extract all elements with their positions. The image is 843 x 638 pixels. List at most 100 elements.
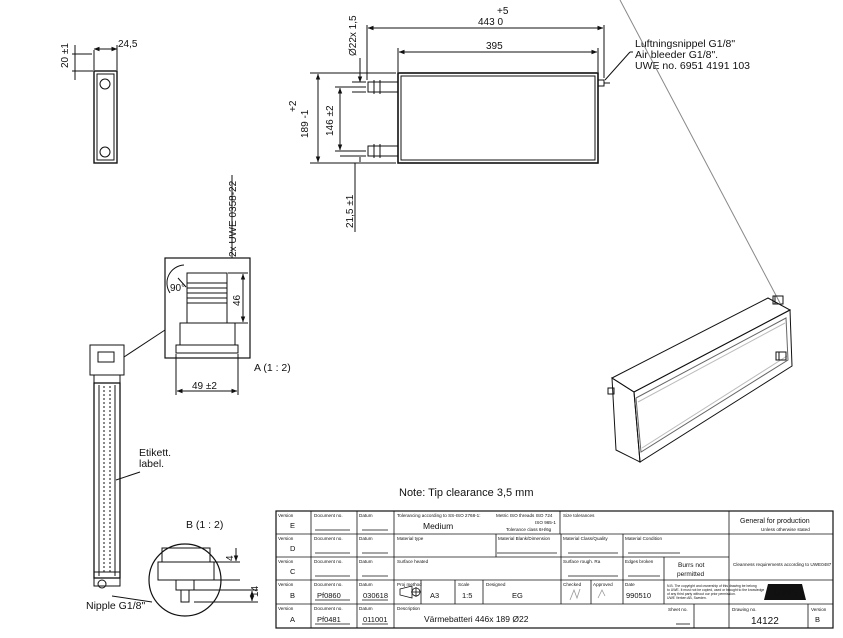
version-value-final: B xyxy=(815,615,820,624)
svg-text:Datum: Datum xyxy=(359,606,373,611)
surface-rough-label: Surface rough. Ra xyxy=(563,559,601,564)
copyright-3: of any third party without our prior per… xyxy=(667,592,736,596)
date-label: Date xyxy=(625,582,635,587)
uwe-logo: UWE xyxy=(764,584,806,600)
projection-symbol-icon xyxy=(399,585,421,599)
material-class-label: Material Class/Quality xyxy=(563,536,608,541)
burrs-line-2: permitted xyxy=(677,571,704,578)
detail-a-height-dim: 46 xyxy=(232,294,243,306)
detail-a-part-dim: 2x UWE 0358-22 xyxy=(228,180,239,257)
nipple-spacing-dim: 146 ±2 xyxy=(325,105,336,136)
tube-view xyxy=(89,344,153,603)
svg-text:Document no.: Document no. xyxy=(314,559,343,564)
designed-value: EG xyxy=(512,591,523,600)
scale-value: 1:5 xyxy=(462,591,472,600)
svg-text:Pf0481: Pf0481 xyxy=(317,615,341,624)
etikett-label-2: label. xyxy=(139,458,164,470)
svg-text:Version: Version xyxy=(278,513,294,518)
date-value: 990510 xyxy=(626,591,651,600)
general-production: General for production xyxy=(740,518,810,525)
inner-length-dim: 395 xyxy=(486,41,503,52)
tolerancing-value: Medium xyxy=(423,521,453,531)
height-tol-dim: +2 xyxy=(288,100,299,112)
diameter-dim: Ø22x 1,5 xyxy=(348,15,359,56)
detail-a-label: A (1 : 2) xyxy=(254,362,291,374)
callout-line-2: Air bleeder G1/8". xyxy=(635,49,718,61)
svg-text:Document no.: Document no. xyxy=(314,513,343,518)
front-view xyxy=(310,25,633,232)
edges-broken-label: Edges broken xyxy=(625,559,654,564)
designed-label: Designed xyxy=(486,582,506,587)
drawing-no-value: 14122 xyxy=(751,616,779,627)
overall-tol-dim: +5 xyxy=(497,6,509,17)
scale-label: Scale xyxy=(458,582,470,587)
nipple-label: Nipple G1/8" xyxy=(86,600,145,612)
copyright-2: to UWE. It must not be copied, used or b… xyxy=(667,588,764,592)
svg-text:C: C xyxy=(290,567,296,576)
svg-text:Document no.: Document no. xyxy=(314,606,343,611)
side-view xyxy=(72,45,118,164)
svg-text:Datum: Datum xyxy=(359,582,373,587)
tolerancing-label: Tolerancing according to SS-ISO 2768-1: xyxy=(397,513,481,518)
size-tolerances-label: Size tolerances xyxy=(563,513,595,518)
svg-text:Datum: Datum xyxy=(359,513,373,518)
version-rows: Version Document no. Datum E Version Doc… xyxy=(278,513,388,624)
svg-text:Document no.: Document no. xyxy=(314,582,343,587)
svg-text:D: D xyxy=(290,544,296,553)
etikett-label-1: Etikett. xyxy=(139,447,171,459)
signature-marks xyxy=(569,588,606,601)
surface-heated-label: Surface heated xyxy=(397,559,429,564)
svg-text:Version: Version xyxy=(278,606,294,611)
detail-a xyxy=(123,175,251,395)
isometric-view xyxy=(607,0,793,463)
cleanness-requirements: Cleanness requirements according to UWE0… xyxy=(733,562,832,567)
svg-text:030618: 030618 xyxy=(363,591,388,600)
overall-length-dim: 443 0 xyxy=(478,17,503,28)
material-condition-label: Material Condition xyxy=(625,536,662,541)
proj-method-label: Proj method xyxy=(397,582,422,587)
svg-text:B: B xyxy=(290,591,295,600)
material-blank-label: Material Blank/Dimension xyxy=(498,536,551,541)
detail-a-width-dim: 49 ±2 xyxy=(192,381,217,392)
detail-b xyxy=(148,543,258,617)
callout-line-1: Luftningsnippel G1/8" xyxy=(635,38,735,50)
svg-text:Datum: Datum xyxy=(359,536,373,541)
iso-label: ISO 965-1 xyxy=(535,520,556,525)
copyright-4: UWE Verken AB, Sweden. xyxy=(667,596,707,600)
offset-dim: 21,5 ±1 xyxy=(345,194,356,228)
burrs-line-1: Burrs not xyxy=(678,562,705,569)
tolerance-class: Tolerance class 6H/6g xyxy=(506,527,552,532)
svg-text:A: A xyxy=(290,615,295,624)
format-value: A3 xyxy=(430,591,439,600)
svg-text:Pf0860: Pf0860 xyxy=(317,591,341,600)
detail-b-dim-a: 4 xyxy=(225,555,236,561)
side-view-depth-dim: 20 ±1 xyxy=(60,43,71,68)
unless-stated: Unless otherwise stated xyxy=(761,527,810,532)
svg-text:Datum: Datum xyxy=(359,559,373,564)
version-label-final: Version xyxy=(811,607,827,612)
svg-text:Version: Version xyxy=(278,559,294,564)
svg-text:E: E xyxy=(290,521,295,530)
callout-line-3: UWE no. 6951 4191 103 xyxy=(635,60,750,72)
metric-label: Metric ISO threads ISO 724 xyxy=(496,513,553,518)
drawing-no-label: Drawing no. xyxy=(732,607,757,612)
height-dim: 189 -1 xyxy=(300,109,311,138)
svg-text:Version: Version xyxy=(278,582,294,587)
title-block xyxy=(275,510,834,629)
svg-text:011001: 011001 xyxy=(363,615,387,624)
svg-text:Document no.: Document no. xyxy=(314,536,343,541)
checked-label: Checked xyxy=(563,582,582,587)
detail-a-angle-dim: 90° xyxy=(170,283,185,294)
sheet-label: Sheet no. xyxy=(668,607,688,612)
tip-clearance-note: Note: Tip clearance 3,5 mm xyxy=(399,487,534,499)
copyright-1: N.B. The copyright and ownership of this… xyxy=(667,584,757,588)
svg-text:Version: Version xyxy=(278,536,294,541)
material-type-label: Material type xyxy=(397,536,424,541)
approved-label: Approved xyxy=(593,582,613,587)
detail-b-dim-b: 14 xyxy=(250,585,261,597)
description-label: Description xyxy=(397,606,420,611)
svg-text:UWE: UWE xyxy=(773,587,799,599)
detail-b-label: B (1 : 2) xyxy=(186,519,223,531)
side-view-width-dim: 24,5 xyxy=(118,39,138,50)
